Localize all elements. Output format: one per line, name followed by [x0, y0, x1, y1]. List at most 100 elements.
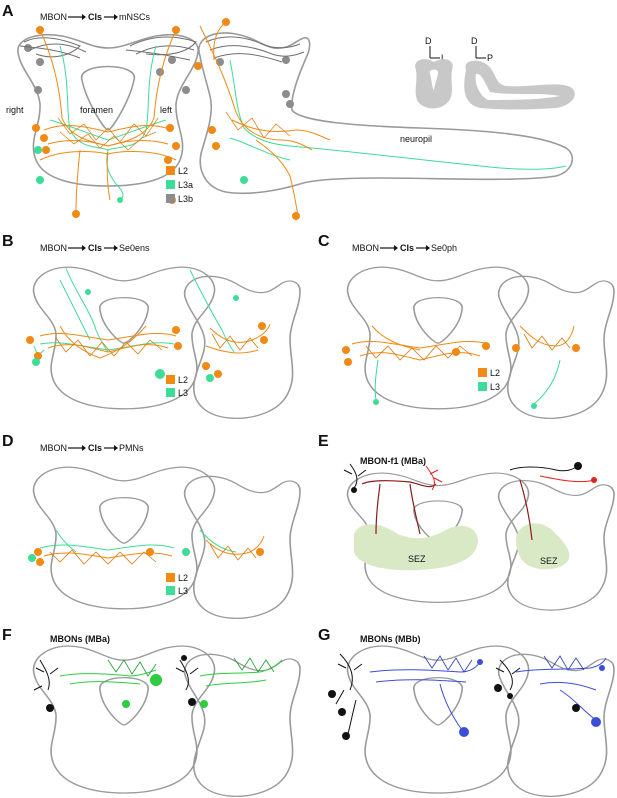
- l2-dense-arbor: [57, 111, 291, 151]
- panel-g-title: MBONs (MBb): [360, 634, 421, 644]
- legend-swatch-l3: [166, 388, 175, 397]
- legend-label: L2: [490, 368, 500, 378]
- l2-arbors: [351, 325, 575, 361]
- legend-swatch-l3a: [166, 180, 175, 189]
- panel-b: B MBON CIs Se0ens: [2, 233, 301, 420]
- l3-cell-bodies: [32, 289, 239, 382]
- schematic-foramen: [429, 69, 439, 90]
- mbon-arbor-green-dense: [107, 657, 275, 677]
- svg-text:D: D: [425, 36, 432, 46]
- legend-label: L3b: [178, 194, 193, 204]
- axes-dp: D P: [471, 36, 493, 63]
- soma-green: [150, 674, 162, 686]
- l2-cell-bodies: [26, 322, 268, 378]
- soma-black: [46, 704, 54, 712]
- label-left: left: [160, 105, 173, 115]
- brain-outline-front: [346, 266, 530, 410]
- svg-text:L: L: [441, 53, 446, 63]
- mbon-axon-dark: [361, 479, 533, 541]
- l3-cell-bodies: [28, 548, 190, 562]
- panel-letter: C: [318, 233, 330, 250]
- legend-label: L2: [178, 166, 188, 176]
- soma-black-group: [328, 684, 580, 740]
- arrowhead: [82, 14, 86, 20]
- sez-label: SEZ: [540, 556, 558, 566]
- panel-a-title: MBON CIs mNSCs: [40, 12, 150, 22]
- soma-black: [351, 487, 357, 493]
- l2-cell-bodies: [34, 548, 264, 566]
- mbon-arbor-black: [335, 653, 521, 735]
- target-label: PMNs: [119, 443, 144, 453]
- l3a-cell-bodies: [34, 146, 248, 203]
- soma-green: [200, 700, 208, 708]
- legend-a: L2 L3a L3b: [166, 166, 193, 204]
- panel-f-title: MBONs (MBa): [50, 634, 110, 644]
- soma-black: [188, 698, 196, 706]
- panel-e-title: MBON-f1 (MBa): [360, 456, 426, 466]
- legend-swatch-l2: [166, 375, 175, 384]
- target-label: Se0ens: [119, 243, 150, 253]
- intermediate-label: CIs: [400, 243, 414, 253]
- intermediate-label: CIs: [88, 443, 102, 453]
- panel-letter: G: [318, 627, 330, 644]
- l3-cell-bodies: [373, 399, 537, 409]
- schematic-neuropil: [475, 73, 560, 100]
- legend-label: L2: [178, 573, 188, 583]
- panel-letter: F: [2, 627, 12, 644]
- intermediate-label: CIs: [88, 12, 102, 22]
- svg-text:P: P: [487, 53, 493, 63]
- svg-text:D: D: [471, 36, 478, 46]
- l2-arbors: [43, 535, 265, 559]
- l2-cell-bodies: [32, 18, 300, 220]
- l3-arbors: [374, 359, 561, 405]
- panel-f: F MBONs (MBa): [2, 627, 301, 798]
- legend-swatch-l3: [478, 382, 487, 391]
- l2-dense-arbor: [365, 333, 571, 361]
- panel-g: G MBONs (MBb): [318, 627, 615, 798]
- soma-black: [181, 655, 187, 661]
- panel-letter: A: [2, 3, 14, 20]
- legend-label: L3: [178, 586, 188, 596]
- legend-swatch-l2: [166, 166, 175, 175]
- l2-dense-arbor: [49, 543, 257, 565]
- sez-region: [515, 523, 570, 570]
- label-neuropil: neuropil: [400, 134, 432, 144]
- soma-blue-group: [459, 659, 605, 737]
- legend-label: L3: [490, 382, 500, 392]
- panel-d-title: MBON CIs PMNs: [40, 443, 144, 453]
- l3-arbors: [39, 529, 237, 553]
- legend-swatch-l3b: [166, 194, 175, 203]
- source-label: MBON: [40, 12, 67, 22]
- legend-swatch-l2: [166, 573, 175, 582]
- legend-b: L2 L3: [166, 375, 188, 398]
- brain-outline-front: [32, 645, 216, 794]
- panel-letter: E: [318, 433, 329, 450]
- arrowhead: [114, 14, 118, 20]
- source-label: MBON: [40, 443, 67, 453]
- l3-arbors: [33, 267, 235, 357]
- legend-swatch-l2: [478, 368, 487, 377]
- axes-dl: D L: [425, 36, 446, 63]
- l2-arbors: [39, 323, 271, 359]
- legend-swatch-l3: [166, 586, 175, 595]
- sez-label: SEZ: [408, 554, 426, 564]
- target-label: mNSCs: [119, 12, 150, 22]
- legend-label: L2: [178, 375, 188, 385]
- l2-arbors: [39, 21, 331, 217]
- legend-label: L3: [178, 388, 188, 398]
- l2-dense-arbor: [55, 333, 259, 357]
- sez-region: [354, 524, 478, 571]
- legend-label: L3a: [178, 180, 193, 190]
- panel-a: A MBON CIs mNSCs: [2, 3, 575, 220]
- intermediate-label: CIs: [88, 243, 102, 253]
- l2-cell-bodies: [342, 342, 580, 366]
- panel-b-title: MBON CIs Se0ens: [40, 243, 150, 253]
- orientation-schematic: D L D P: [415, 36, 575, 110]
- mbon-arbor-black: [343, 463, 579, 489]
- mbon-arbor-blue-dense: [423, 655, 585, 673]
- label-foramen: foramen: [80, 105, 113, 115]
- panel-letter: B: [2, 233, 14, 250]
- panel-letter: D: [2, 433, 14, 450]
- mbon-arbor-black: [33, 659, 199, 691]
